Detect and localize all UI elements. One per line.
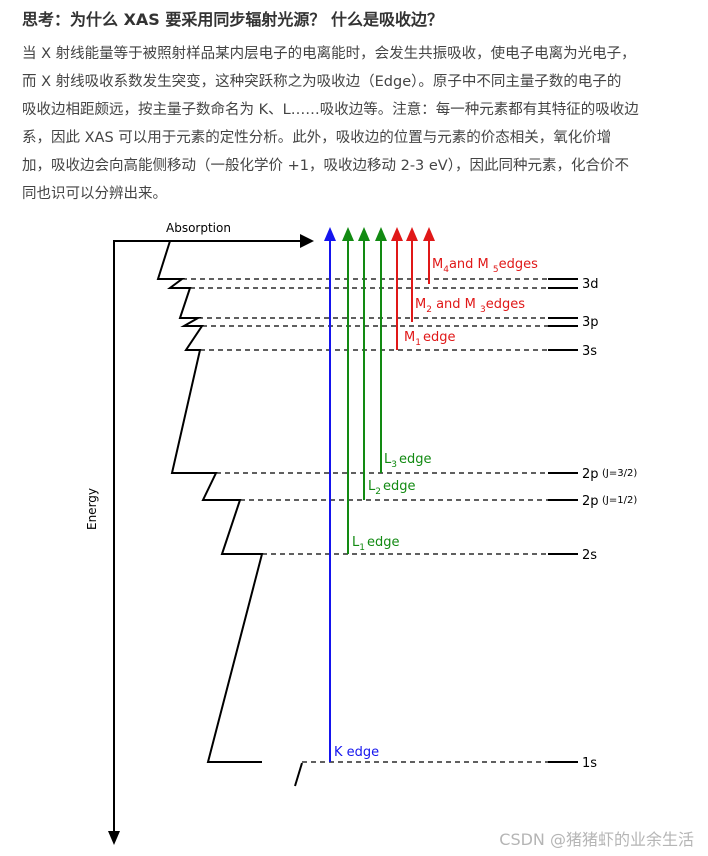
m23-edge-label: M2 and M 3edges <box>415 297 525 315</box>
level-markers <box>548 278 578 763</box>
paragraph-line: 而 X 射线吸收系数发生突变，这种突跃称之为吸收边（Edge）。原子中不同主量子… <box>22 74 622 90</box>
level-label-2p32-j: (J=3/2) <box>602 468 637 479</box>
level-label-2p12: 2p <box>582 494 599 509</box>
level-label-2p12-j: (J=1/2) <box>602 495 637 506</box>
m45-edge-label: M4and M 5edges <box>432 257 538 275</box>
paragraph-line: 当 X 射线能量等于被照射样品某内层电子的电离能时，会发生共振吸收，使电子电离为… <box>22 46 636 62</box>
l2-edge-arrow <box>358 227 370 500</box>
absorption-axis-arrowhead <box>300 234 314 248</box>
energy-label: Energy <box>85 488 99 530</box>
m23-edge-arrow <box>406 227 418 322</box>
watermark: CSDN @猪猪虾的业余生活 <box>499 830 694 849</box>
l3-edge-arrow <box>375 227 387 473</box>
page-heading: 思考：为什么 XAS 要采用同步辐射光源？ 什么是吸收边？ <box>22 10 443 29</box>
paragraph-line: 吸收边相距颇远，按主量子数命名为 K、L……吸收边等。注意：每一种元素都有其特征… <box>22 102 639 118</box>
level-label-3p: 3p <box>582 315 599 330</box>
level-label-3s: 3s <box>582 344 597 359</box>
m45-edge-arrow <box>423 227 435 284</box>
paragraph-line: 系，因此 XAS 可以用于元素的定性分析。此外，吸收边的位置与元素的价态相关，氧… <box>22 130 612 146</box>
energy-axis-arrowhead <box>108 831 120 845</box>
level-label-2s: 2s <box>582 548 597 563</box>
l1-edge-arrow <box>342 227 354 554</box>
level-label-1s: 1s <box>582 756 597 771</box>
paragraph-line: 加，吸收边会向高能侧移动（一般化学价 +1，吸收边移动 2-3 eV），因此同种… <box>22 158 629 174</box>
k-edge-arrow <box>324 227 336 762</box>
paragraph-line: 同也识可以分辨出来。 <box>22 186 167 202</box>
k-edge-label: K edge <box>334 745 379 760</box>
level-label-2p32: 2p <box>582 467 599 482</box>
absorption-label: Absorption <box>166 221 231 235</box>
absorption-curve <box>156 240 264 763</box>
m1-edge-arrow <box>391 227 403 350</box>
absorption-curve-tail <box>294 762 303 787</box>
level-label-3d: 3d <box>582 277 599 292</box>
intro-paragraph: 当 X 射线能量等于被照射样品某内层电子的电离能时，会发生共振吸收，使电子电离为… <box>22 40 690 208</box>
